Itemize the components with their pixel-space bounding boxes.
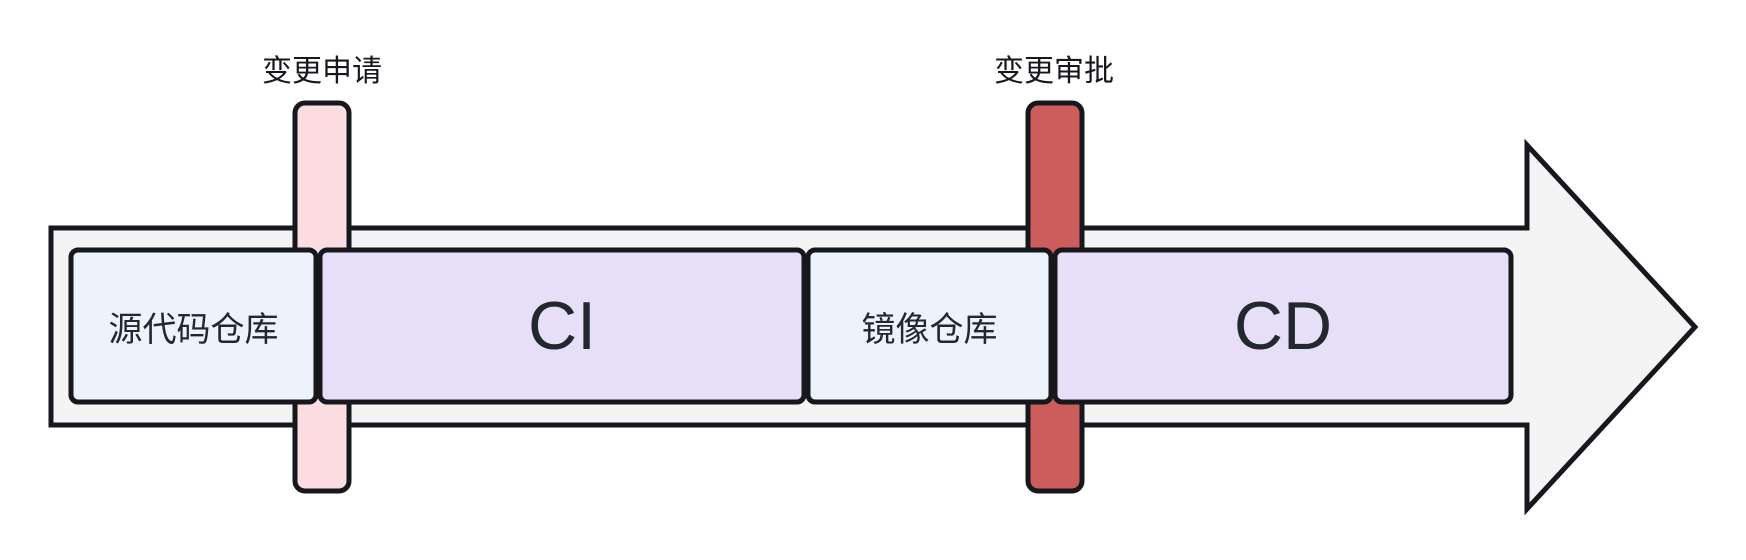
cd-box (1052, 247, 1514, 405)
image-repo-box (805, 247, 1054, 405)
source-repo-box (68, 247, 319, 405)
ci-box (317, 247, 807, 405)
